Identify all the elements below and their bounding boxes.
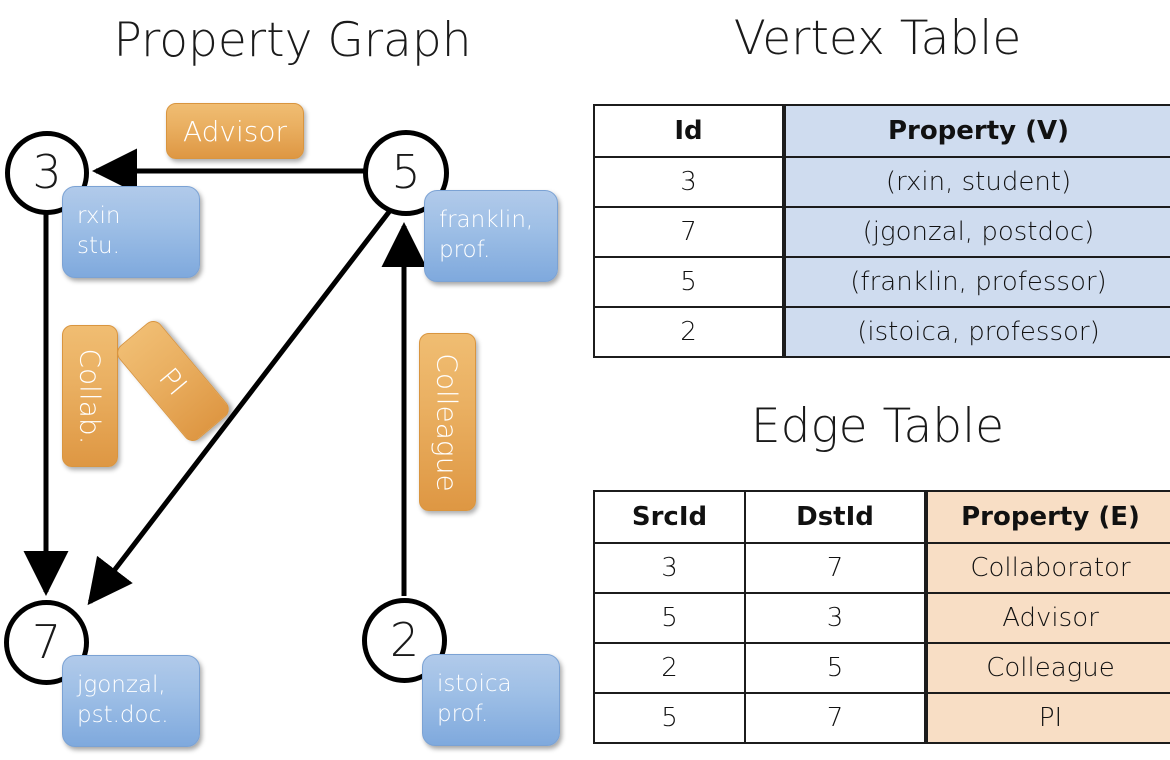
graph-edges xyxy=(23,148,427,606)
cell-dstid: 5 xyxy=(744,642,927,694)
table-row: 5 7 PI xyxy=(593,692,1170,744)
cell-srcid: 3 xyxy=(593,542,746,594)
edge-label-colleague-text: Colleague xyxy=(431,352,464,492)
table-row: 3 (rxin, student) xyxy=(593,156,1170,208)
cell-property: (rxin, student) xyxy=(782,156,1170,208)
node-property-box-2: istoica prof. xyxy=(422,654,560,746)
edge-label-advisor-text: Advisor xyxy=(182,114,287,148)
node-property-line: franklin, xyxy=(439,207,534,233)
column-header-srcid: SrcId xyxy=(593,490,746,544)
column-header-property-v: Property (V) xyxy=(782,104,1170,158)
graph-node-7-label: 7 xyxy=(31,614,62,669)
edge-table: SrcId DstId Property (E) 3 7 Collaborato… xyxy=(593,490,1170,744)
cell-dstid: 7 xyxy=(744,692,927,744)
node-property-line: prof. xyxy=(437,701,489,727)
cell-dstid: 7 xyxy=(744,542,927,594)
table-row: 3 7 Collaborator xyxy=(593,542,1170,594)
page-title-vertex-table: Vertex Table xyxy=(733,11,1022,66)
node-property-line: istoica xyxy=(437,671,512,697)
cell-property: Advisor xyxy=(924,592,1170,644)
cell-id: 5 xyxy=(593,256,785,308)
cell-property: PI xyxy=(924,692,1170,744)
cell-id: 2 xyxy=(593,306,785,358)
cell-srcid: 5 xyxy=(593,692,746,744)
page-title-edge-table: Edge Table xyxy=(750,399,1005,454)
edge-label-advisor: Advisor xyxy=(166,103,304,159)
table-row: 5 (franklin, professor) xyxy=(593,256,1170,308)
vertex-table: Id Property (V) 3 (rxin, student) 7 (jgo… xyxy=(593,104,1170,358)
cell-property: (istoica, professor) xyxy=(782,306,1170,358)
table-row: 7 (jgonzal, postdoc) xyxy=(593,206,1170,258)
node-property-box-7: jgonzal, pst.doc. xyxy=(62,655,200,747)
node-property-box-5: franklin, prof. xyxy=(424,190,558,282)
node-property-line: rxin xyxy=(77,203,121,229)
cell-id: 3 xyxy=(593,156,785,208)
node-property-box-3: rxin stu. xyxy=(62,186,200,278)
edge-5-to-7 xyxy=(87,206,394,606)
edge-label-pi-text: PI xyxy=(152,360,194,402)
cell-property: Colleague xyxy=(924,642,1170,694)
graph-node-5[interactable]: 5 xyxy=(363,130,449,216)
graph-node-2[interactable]: 2 xyxy=(362,598,447,683)
edge-label-collab-text: Collab. xyxy=(73,347,107,445)
table-row: 2 5 Colleague xyxy=(593,642,1170,694)
cell-srcid: 2 xyxy=(593,642,746,694)
cell-property: (franklin, professor) xyxy=(782,256,1170,308)
column-header-dstid: DstId xyxy=(744,490,927,544)
table-header-row: Id Property (V) xyxy=(593,104,1170,158)
column-header-property-e: Property (E) xyxy=(924,490,1170,544)
edge-label-collab: Collab. xyxy=(62,325,118,467)
graph-node-2-label: 2 xyxy=(389,612,420,667)
node-property-line: pst.doc. xyxy=(77,702,169,728)
graph-node-5-label: 5 xyxy=(391,145,421,199)
cell-property: Collaborator xyxy=(924,542,1170,594)
cell-dstid: 3 xyxy=(744,592,927,644)
node-property-line: stu. xyxy=(77,233,120,259)
cell-id: 7 xyxy=(593,206,785,258)
table-row: 5 3 Advisor xyxy=(593,592,1170,644)
node-property-line: jgonzal, xyxy=(77,672,166,698)
page-title-property-graph: Property Graph xyxy=(113,13,472,68)
column-header-id: Id xyxy=(593,104,785,158)
edge-label-colleague: Colleague xyxy=(419,333,476,511)
table-row: 2 (istoica, professor) xyxy=(593,306,1170,358)
graph-node-3-label: 3 xyxy=(32,145,62,199)
cell-srcid: 5 xyxy=(593,592,746,644)
table-header-row: SrcId DstId Property (E) xyxy=(593,490,1170,544)
cell-property: (jgonzal, postdoc) xyxy=(782,206,1170,258)
node-property-line: prof. xyxy=(439,237,491,263)
